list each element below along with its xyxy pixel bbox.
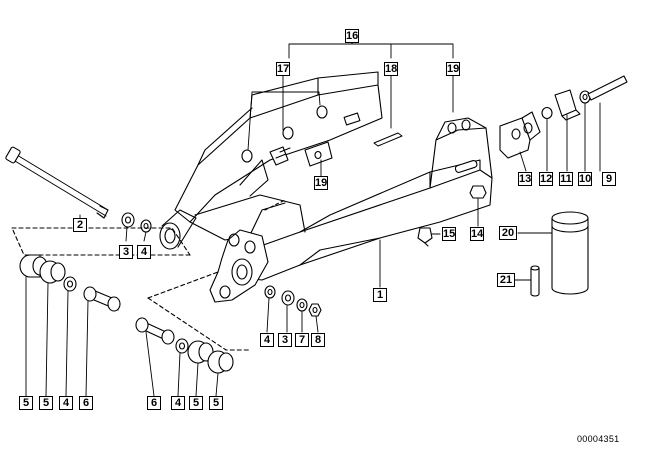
callout-19-top: 19 bbox=[446, 62, 460, 76]
callout-10: 10 bbox=[578, 172, 592, 186]
document-number: 00004351 bbox=[577, 434, 620, 444]
callout-11: 11 bbox=[559, 172, 573, 186]
callout-6-a: 6 bbox=[79, 396, 93, 410]
callout-4-a: 4 bbox=[59, 396, 73, 410]
callout-5-d: 5 bbox=[209, 396, 223, 410]
chain-adjuster bbox=[499, 75, 628, 159]
callout-4-b: 4 bbox=[171, 396, 185, 410]
callout-12: 12 bbox=[539, 172, 553, 186]
callout-5-a: 5 bbox=[19, 396, 33, 410]
callout-2: 2 bbox=[73, 218, 87, 232]
spring-clip bbox=[373, 132, 403, 147]
left-bearing-set bbox=[11, 227, 191, 312]
callout-6-b: 6 bbox=[147, 396, 161, 410]
callout-3-right: 3 bbox=[278, 333, 292, 347]
grease-fitting bbox=[417, 185, 487, 247]
callout-8: 8 bbox=[311, 333, 325, 347]
dashed-guide bbox=[264, 199, 286, 211]
swing-arm bbox=[159, 71, 493, 303]
callout-16: 16 bbox=[345, 29, 359, 43]
callout-18: 18 bbox=[384, 62, 398, 76]
leader-lines bbox=[25, 37, 601, 397]
right-bearing-set bbox=[135, 271, 251, 374]
callout-7: 7 bbox=[295, 333, 309, 347]
callout-19-lower: 19 bbox=[314, 176, 328, 190]
callout-13: 13 bbox=[518, 172, 532, 186]
callout-5-b: 5 bbox=[39, 396, 53, 410]
callout-5-c: 5 bbox=[189, 396, 203, 410]
pivot-axle bbox=[5, 146, 109, 219]
callout-1: 1 bbox=[373, 288, 387, 302]
callout-4-left: 4 bbox=[137, 245, 151, 259]
callout-9: 9 bbox=[602, 172, 616, 186]
callout-3-left: 3 bbox=[119, 245, 133, 259]
callout-17: 17 bbox=[276, 62, 290, 76]
callout-4-right: 4 bbox=[260, 333, 274, 347]
callout-14: 14 bbox=[470, 227, 484, 241]
pivot-washers-right bbox=[264, 285, 322, 317]
lubricant-can bbox=[530, 211, 589, 297]
bolt-small bbox=[275, 147, 291, 159]
callout-21: 21 bbox=[497, 273, 515, 287]
callout-15: 15 bbox=[442, 227, 456, 241]
washer-left bbox=[121, 212, 152, 233]
callout-20: 20 bbox=[499, 226, 517, 240]
